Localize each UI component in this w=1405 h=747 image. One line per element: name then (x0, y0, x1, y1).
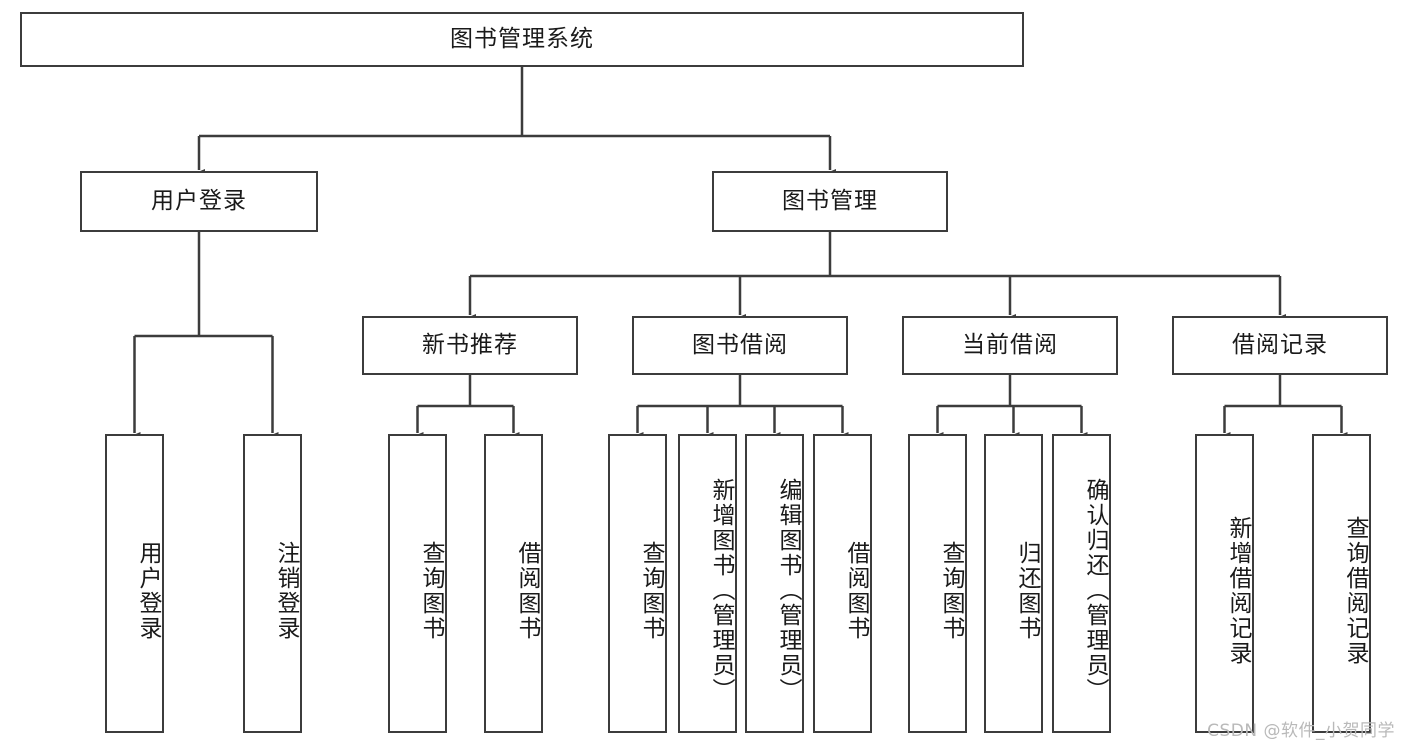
node-label: 查询图书 (938, 540, 964, 641)
edges (128, 67, 1348, 442)
node-leaf-rec-borrow-book[interactable]: 借阅图书 (484, 434, 543, 733)
node-leaf-borrow-query-book[interactable]: 查询图书 (608, 434, 667, 733)
node-leaf-edit-book-admin[interactable]: 编辑图书（管理员） (745, 434, 804, 733)
node-label: 注销登录 (273, 540, 299, 641)
node-leaf-user-login[interactable]: 用户登录 (105, 434, 164, 733)
node-book-manage[interactable]: 图书管理 (712, 171, 948, 232)
node-leaf-add-borrow-record[interactable]: 新增借阅记录 (1195, 434, 1254, 733)
node-leaf-confirm-return-admin[interactable]: 确认归还（管理员） (1052, 434, 1111, 733)
node-label: 查询图书 (638, 540, 664, 641)
node-leaf-rec-query-book[interactable]: 查询图书 (388, 434, 447, 733)
node-borrow-record[interactable]: 借阅记录 (1172, 316, 1388, 375)
node-leaf-query-borrow-record[interactable]: 查询借阅记录 (1312, 434, 1371, 733)
node-label: 新增图书（管理员） (708, 478, 734, 703)
node-label: 确认归还（管理员） (1082, 478, 1108, 703)
node-label: 编辑图书（管理员） (775, 478, 801, 703)
node-label: 归还图书 (1014, 540, 1040, 641)
node-leaf-borrow-book[interactable]: 借阅图书 (813, 434, 872, 733)
node-leaf-cur-query-book[interactable]: 查询图书 (908, 434, 967, 733)
node-label: 借阅记录 (1232, 331, 1328, 358)
node-user-login[interactable]: 用户登录 (80, 171, 318, 232)
node-label: 图书管理系统 (450, 25, 594, 52)
node-label: 图书借阅 (692, 331, 788, 358)
node-leaf-user-logout[interactable]: 注销登录 (243, 434, 302, 733)
node-label: 图书管理 (782, 187, 878, 214)
node-label: 新增借阅记录 (1225, 515, 1251, 666)
node-leaf-return-book[interactable]: 归还图书 (984, 434, 1043, 733)
node-label: 借阅图书 (843, 540, 869, 641)
node-label: 用户登录 (135, 540, 161, 641)
node-label: 用户登录 (151, 187, 247, 214)
node-current-borrow[interactable]: 当前借阅 (902, 316, 1118, 375)
watermark-label: CSDN @软件_小贺同学 (1207, 721, 1395, 741)
node-label: 查询图书 (418, 540, 444, 641)
node-leaf-add-book-admin[interactable]: 新增图书（管理员） (678, 434, 737, 733)
node-book-borrow[interactable]: 图书借阅 (632, 316, 848, 375)
node-root[interactable]: 图书管理系统 (20, 12, 1024, 67)
node-label: 借阅图书 (514, 540, 540, 641)
node-label: 当前借阅 (962, 331, 1058, 358)
node-label: 查询借阅记录 (1342, 515, 1368, 666)
node-new-book-rec[interactable]: 新书推荐 (362, 316, 578, 375)
node-label: 新书推荐 (422, 331, 518, 358)
